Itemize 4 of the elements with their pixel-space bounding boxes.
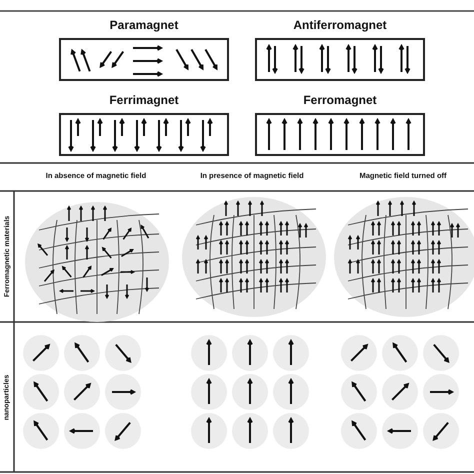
panel-title: Antiferromagnet [292, 18, 388, 32]
panel-title: Paramagnet [108, 18, 180, 32]
panel-title: Ferrimagnet [108, 93, 180, 107]
panel-title: Ferromagnet [302, 93, 378, 107]
